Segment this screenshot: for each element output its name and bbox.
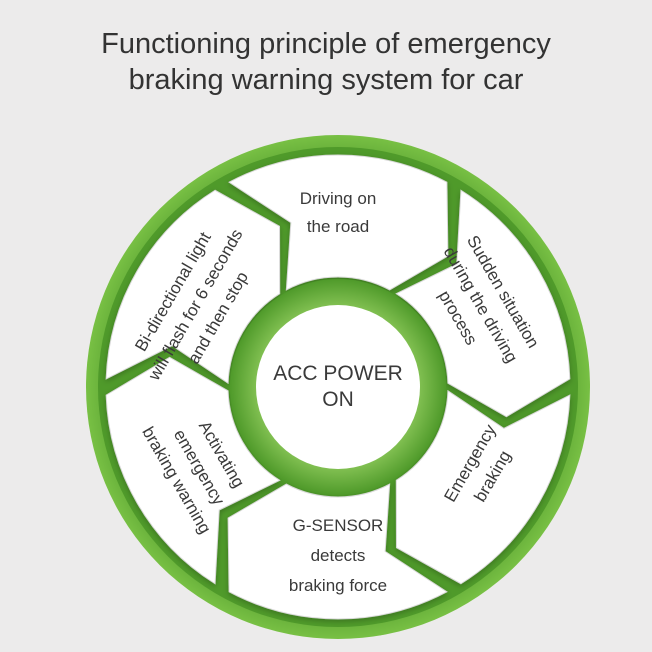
step-label-4-line-3: braking force <box>289 576 387 595</box>
cycle-segment-6 <box>105 189 281 385</box>
step-label-1-line-1: Driving on <box>300 189 377 208</box>
title-line-2: braking warning system for car <box>128 64 524 96</box>
cycle-segment-4 <box>227 483 448 620</box>
step-label-4-line-2: detects <box>311 546 366 565</box>
title-line-1: Functioning principle of emergency <box>101 28 551 60</box>
cycle-segment-5 <box>105 356 281 585</box>
step-label-4: G-SENSOR detects braking force <box>289 516 387 595</box>
step-label-1-line-2: the road <box>307 217 369 236</box>
cycle-segment-3 <box>395 389 571 585</box>
cycle-segments <box>105 154 571 620</box>
cycle-segment-1 <box>228 154 449 291</box>
hub-label-line-1: ACC POWER <box>273 362 403 385</box>
step-label-1: Driving on the road <box>300 189 377 236</box>
hub-label-line-2: ON <box>322 388 354 411</box>
cycle-segment-2 <box>395 189 571 418</box>
hub-center <box>256 305 420 469</box>
diagram-title: Functioning principle of emergency braki… <box>0 26 652 98</box>
step-label-4-line-1: G-SENSOR <box>293 516 384 535</box>
